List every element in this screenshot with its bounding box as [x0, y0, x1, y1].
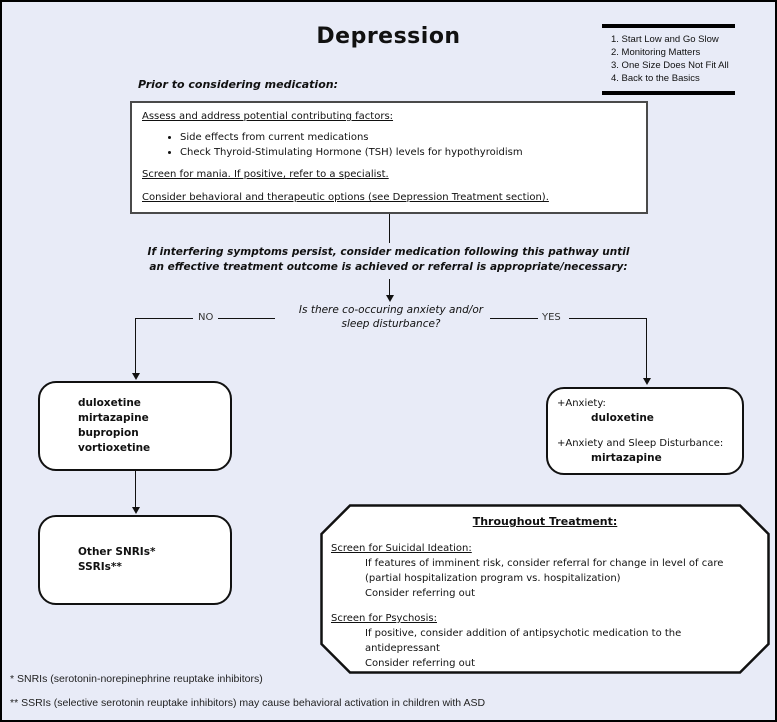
behavioral-options-line: Consider behavioral and therapeutic opti… — [142, 192, 549, 203]
med-name: vortioxetine — [78, 442, 151, 454]
page-title: Depression — [316, 24, 461, 49]
suicidal-heading: Screen for Suicidal Ideation: — [331, 543, 472, 554]
assess-heading: Assess and address potential contributin… — [142, 111, 394, 122]
assess-bullet-list: Side effects from current medications Ch… — [142, 131, 636, 160]
psychosis-line: antidepressant — [365, 643, 440, 654]
med-name: duloxetine — [591, 412, 654, 424]
octagon-shape — [320, 504, 770, 674]
no-label: NO — [198, 312, 214, 323]
principles-item-2: 2. Monitoring Matters — [611, 47, 701, 58]
med-name: SSRIs** — [78, 561, 122, 573]
mania-screen-line: Screen for mania. If positive, refer to … — [142, 169, 389, 180]
decision-question: Is there co-occuring anxiety and/or slee… — [266, 303, 516, 331]
suicidal-line: Consider referring out — [365, 588, 475, 599]
connector-line — [135, 471, 136, 508]
principles-item-1: 1. Start Low and Go Slow — [611, 34, 719, 45]
anxiety-sleep-label: +Anxiety and Sleep Disturbance: — [557, 438, 724, 449]
spacer — [557, 425, 736, 437]
yes-branch-line — [569, 318, 647, 319]
prior-medication-label: Prior to considering medication: — [138, 78, 338, 91]
question-line2: sleep disturbance? — [341, 318, 441, 330]
med-name: duloxetine — [78, 397, 141, 409]
principles-list: 1. Start Low and Go Slow 2. Monitoring M… — [602, 24, 735, 95]
arrow-down-icon — [386, 295, 394, 302]
no-branch-line — [135, 318, 193, 319]
suicidal-ideation-section: Screen for Suicidal Ideation: If feature… — [320, 541, 770, 601]
bullet-item: Check Thyroid-Stimulating Hormone (TSH) … — [180, 146, 636, 160]
med-name: mirtazapine — [591, 452, 662, 464]
psychosis-section: Screen for Psychosis: If positive, consi… — [320, 611, 770, 671]
med-name: mirtazapine — [78, 412, 149, 424]
assess-factors-box: Assess and address potential contributin… — [130, 101, 648, 214]
no-branch-line — [218, 318, 275, 319]
pathway-note: If interfering symptoms persist, conside… — [2, 245, 775, 275]
anxiety-label: +Anxiety: — [557, 398, 606, 409]
suicidal-line: If features of imminent risk, consider r… — [365, 558, 724, 569]
principles-item-4: 4. Back to the Basics — [611, 73, 700, 84]
suicidal-line: (partial hospitalization program vs. hos… — [365, 573, 621, 584]
principles-item-3: 3. One Size Does Not Fit All — [611, 60, 729, 71]
med-name: bupropion — [78, 427, 139, 439]
question-line1: Is there co-occuring anxiety and/or — [298, 304, 484, 316]
pathway-note-line1: If interfering symptoms persist, conside… — [147, 246, 630, 258]
snri-footnote: * SNRIs (serotonin-norepinephrine reupta… — [10, 673, 263, 685]
arrow-down-icon — [132, 373, 140, 380]
connector-line — [389, 279, 390, 296]
yes-branch-line — [646, 318, 647, 379]
arrow-down-icon — [643, 378, 651, 385]
psychosis-line: If positive, consider addition of antips… — [365, 628, 682, 639]
throughout-treatment-content: Throughout Treatment: Screen for Suicida… — [320, 515, 770, 671]
first-line-meds-box: duloxetine mirtazapine bupropion vortiox… — [38, 381, 232, 471]
second-line-meds-box: Other SNRIs* SSRIs** — [38, 515, 232, 605]
throughout-treatment-box: Throughout Treatment: Screen for Suicida… — [320, 504, 770, 674]
yes-label: YES — [542, 312, 561, 323]
yes-branch-line — [490, 318, 538, 319]
spacer — [320, 601, 770, 611]
psychosis-heading: Screen for Psychosis: — [331, 613, 437, 624]
bullet-item: Side effects from current medications — [180, 131, 636, 145]
connector-line — [389, 214, 390, 243]
ssri-footnote: ** SSRIs (selective serotonin reuptake i… — [10, 697, 486, 709]
throughout-title: Throughout Treatment: — [472, 515, 618, 528]
psychosis-line: Consider referring out — [365, 658, 475, 669]
arrow-down-icon — [132, 507, 140, 514]
med-name: Other SNRIs* — [78, 546, 156, 558]
no-branch-line — [135, 318, 136, 374]
anxiety-sleep-meds-box: +Anxiety: duloxetine +Anxiety and Sleep … — [546, 387, 744, 475]
pathway-note-line2: an effective treatment outcome is achiev… — [149, 261, 628, 273]
